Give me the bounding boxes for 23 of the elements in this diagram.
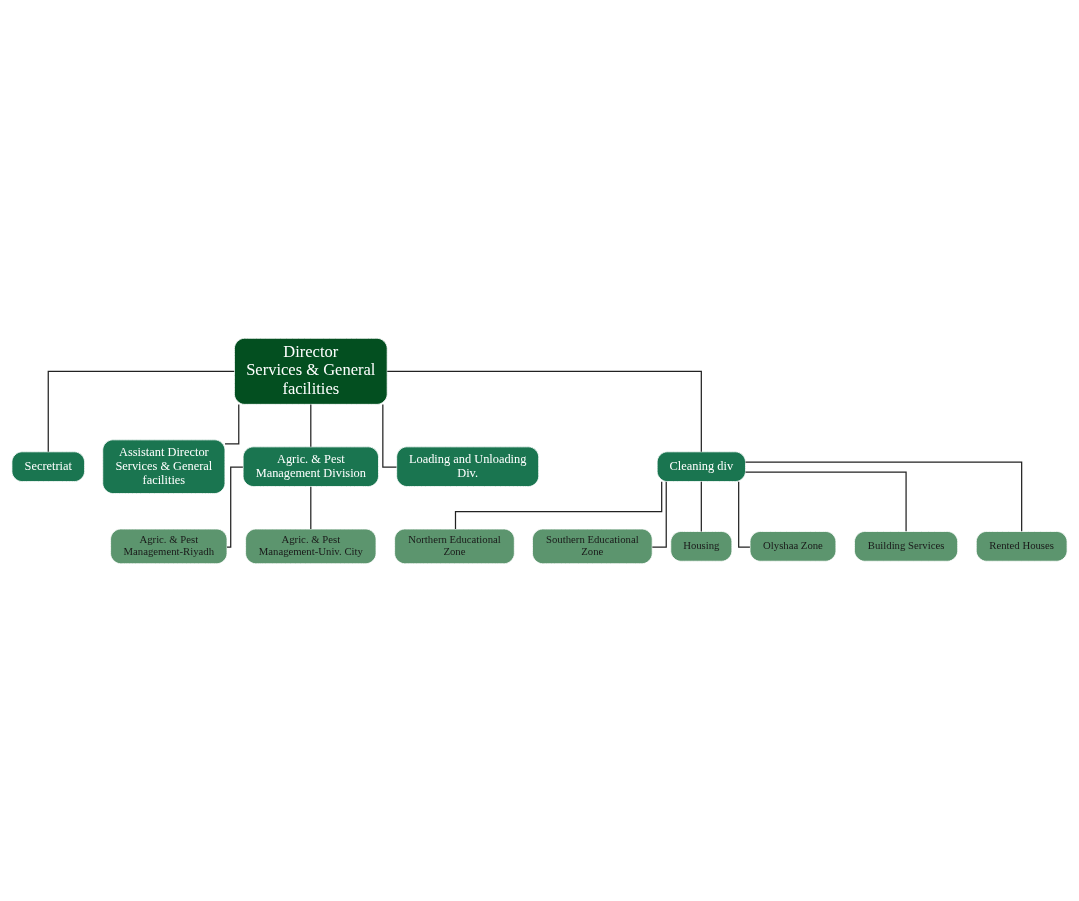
connector (744, 470, 907, 532)
node-box: Secretriat (11, 450, 85, 482)
node-box: Building Services (854, 530, 959, 562)
connector (47, 370, 235, 452)
node-box: Agric. & Pest Management-Univ. City (245, 528, 377, 564)
node-box: Director Services & General facilities (234, 337, 388, 405)
node-box: Cleaning div (656, 450, 746, 482)
node-box: Assistant Director Services & General facilities (102, 438, 226, 494)
connector (310, 403, 312, 447)
node-box: Loading and Unloading Div. (396, 445, 540, 487)
node-box: Agric. & Pest Management Division (242, 445, 379, 487)
connector (454, 480, 663, 530)
node-box: Rented Houses (975, 530, 1068, 562)
node-box: Southern Educational Zone (532, 528, 653, 564)
connector (744, 461, 1023, 532)
connector (700, 480, 702, 532)
node-box: Olyshaa Zone (749, 530, 837, 562)
node-box: Agric. & Pest Management-Riyadh (110, 528, 228, 564)
node-box: Housing (670, 530, 733, 562)
connector (738, 480, 751, 548)
node-box: Northern Educational Zone (394, 528, 515, 564)
connector (310, 485, 312, 530)
connector (386, 370, 702, 452)
